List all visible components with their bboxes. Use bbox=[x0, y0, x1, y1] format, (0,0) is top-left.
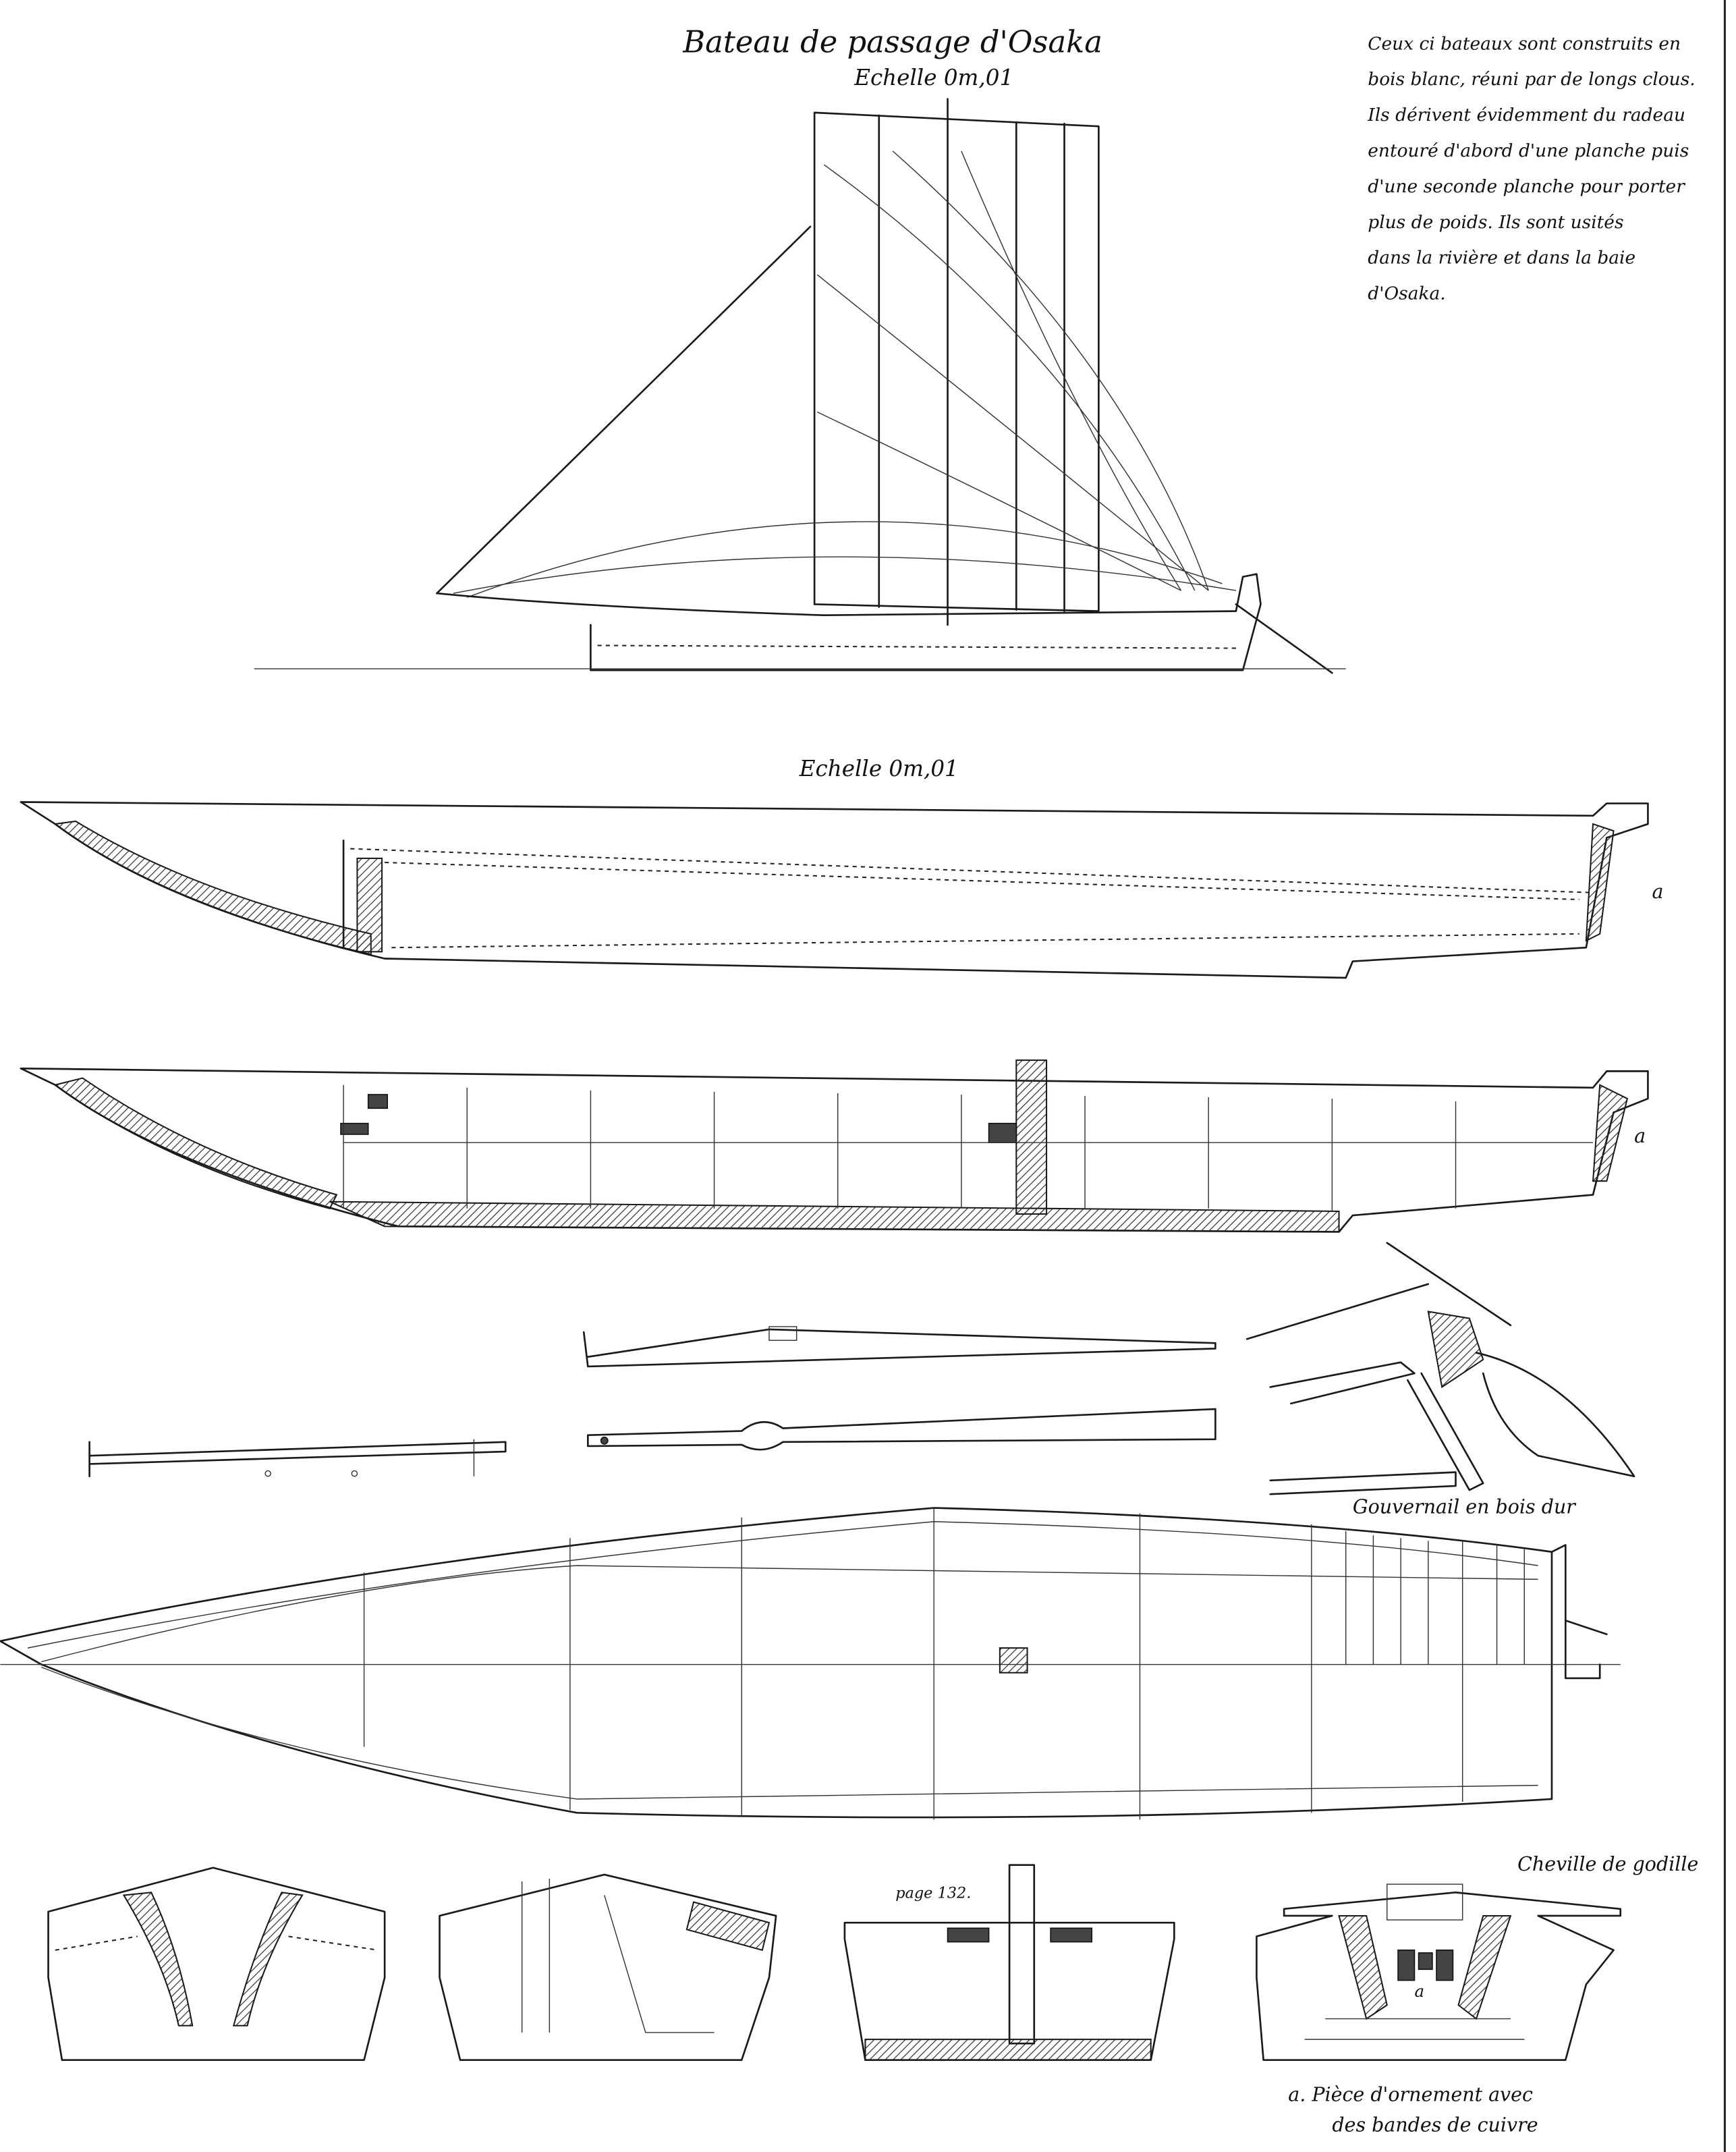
svg-text:Ceux ci bateaux sont construit: Ceux ci bateaux sont construits en bbox=[1368, 33, 1681, 54]
cross-section-midship bbox=[843, 1864, 1175, 2061]
svg-text:Ils dérivent évidemment du rad: Ils dérivent évidemment du radeau bbox=[1367, 105, 1685, 126]
title: Bateau de passage d'Osaka bbox=[682, 24, 1102, 59]
scale-label-top: Echelle 0m,01 bbox=[853, 65, 1013, 90]
hull-side-profile bbox=[20, 801, 1649, 979]
scull-oar bbox=[587, 1408, 1216, 1451]
rudder-drawing bbox=[1245, 1242, 1635, 1495]
sail-plan-view bbox=[254, 98, 1346, 674]
cross-section-bow bbox=[47, 1867, 386, 2061]
cross-section-stern bbox=[1256, 1883, 1622, 2061]
svg-text:dans la rivière et dans la bai: dans la rivière et dans la baie bbox=[1368, 248, 1635, 269]
ornament-caption-line1: a. Pièce d'ornement avec bbox=[1288, 2084, 1533, 2106]
svg-text:plus de poids. Ils sont usités: plus de poids. Ils sont usités bbox=[1368, 212, 1623, 233]
svg-text:bois blanc, réuni par de longs: bois blanc, réuni par de longs clous. bbox=[1368, 69, 1695, 90]
description-text: Ceux ci bateaux sont construits en bois … bbox=[1367, 33, 1695, 304]
rudder-label: Gouvernail en bois dur bbox=[1353, 1496, 1577, 1518]
scull-pin-label: Cheville de godille bbox=[1517, 1853, 1698, 1875]
svg-text:d'une seconde planche pour por: d'une seconde planche pour porter bbox=[1368, 176, 1685, 197]
svg-text:entouré d'abord d'une planche: entouré d'abord d'une planche puis bbox=[1368, 140, 1689, 161]
page-reference: page 132. bbox=[895, 1885, 971, 1902]
pole-tool bbox=[88, 1439, 507, 1478]
hull-plan-view bbox=[0, 1507, 1621, 1820]
scale-label-middle: Echelle 0m,01 bbox=[799, 756, 959, 781]
label-a-section: a bbox=[1634, 1125, 1646, 1147]
svg-text:d'Osaka.: d'Osaka. bbox=[1368, 283, 1445, 304]
hull-longitudinal-section bbox=[20, 1059, 1649, 1233]
label-a-profile: a bbox=[1652, 881, 1664, 903]
ornament-caption-line2: des bandes de cuivre bbox=[1332, 2114, 1538, 2136]
oar-upper bbox=[582, 1326, 1216, 1368]
cross-section-forward bbox=[439, 1873, 777, 2061]
label-a-stern: a bbox=[1414, 1981, 1424, 2001]
